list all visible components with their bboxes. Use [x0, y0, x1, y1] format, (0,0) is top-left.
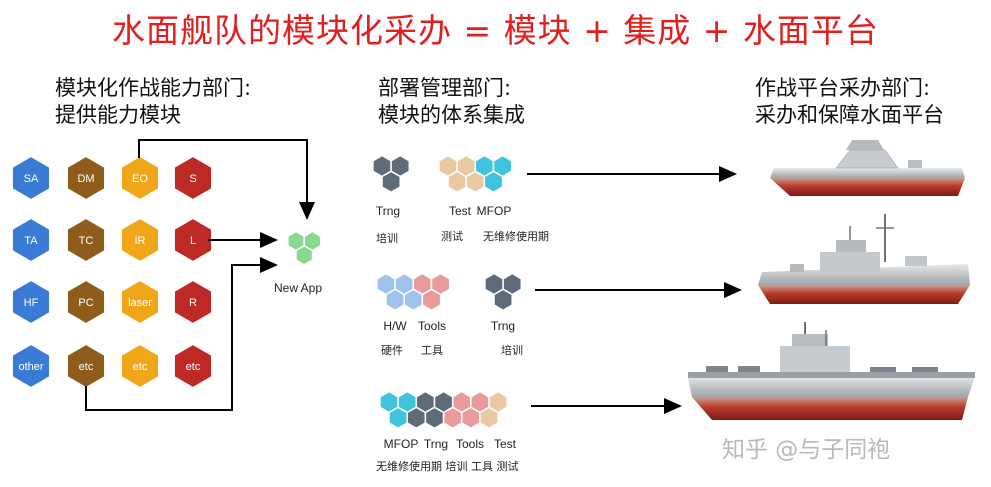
row3-modules-hex-8	[406, 406, 427, 430]
row1-trng-hex-2	[381, 170, 401, 194]
middle-heading-line1: 部署管理部门:	[378, 76, 512, 100]
eo-to-newapp-line	[138, 139, 315, 220]
left-heading-line2: 提供能力模块	[55, 103, 181, 127]
capability-hex-label-9: PC	[78, 297, 93, 309]
ship-destroyer	[758, 214, 970, 304]
capability-hex-12	[12, 345, 50, 387]
new-app-label: New App	[274, 281, 322, 295]
capability-hex-3	[174, 157, 212, 199]
row1-cn-trng: 培训	[376, 231, 398, 245]
row1-label-test: Test	[449, 204, 472, 218]
row1-test-mfop-hex-6	[483, 170, 504, 194]
row2-label-trng: Trng	[491, 319, 515, 333]
row2-cn-tools: 工具	[421, 344, 443, 357]
row2-cn-trng: 培训	[501, 343, 523, 357]
capability-hex-11	[174, 281, 212, 323]
newapp-hex-3	[295, 244, 314, 266]
right-heading-line1: 作战平台采办部门:	[755, 76, 931, 100]
row1-label-trng: Trng	[376, 204, 400, 218]
row1-label-mfop: MFOP	[477, 204, 512, 218]
right-column-heading: 作战平台采办部门: 采办和保障水面平台	[755, 75, 944, 129]
row1-cn-mfop: 无维修使用期	[483, 229, 549, 243]
capability-hex-label-3: S	[189, 173, 196, 185]
right-heading-line2: 采办和保障水面平台	[755, 103, 944, 127]
row3-label-tools: Tools	[456, 437, 484, 451]
capability-hex-14	[121, 345, 159, 387]
integration-row-3	[379, 390, 508, 430]
watermark: 知乎 @与子同袍	[722, 437, 891, 463]
capability-hex-label-5: TC	[79, 235, 94, 247]
row2-trng-hex-2	[493, 288, 513, 312]
ship-arrows	[527, 166, 742, 414]
row2-hw-tools-hex-4	[385, 288, 405, 312]
ship-amphibious-assault	[688, 322, 975, 420]
capability-hex-label-2: EO	[132, 173, 148, 185]
capability-hex-0	[12, 157, 50, 199]
row2-cn-hw: 硬件	[381, 344, 403, 357]
row3-label-mfop: MFOP	[384, 437, 419, 451]
capability-hex-label-12: other	[18, 361, 43, 373]
row3-modules-hex-11	[460, 406, 481, 430]
row3-cn-labels: 无维修使用期 培训 工具 测试	[376, 459, 519, 473]
capability-hex-4	[12, 219, 50, 261]
row3-label-test: Test	[494, 437, 517, 451]
capability-hex-label-4: TA	[24, 235, 38, 247]
row3-modules-hex-7	[388, 406, 408, 430]
integration-row-2	[376, 272, 523, 312]
capability-hex-label-7: L	[190, 235, 196, 247]
capability-hex-1	[67, 157, 105, 199]
left-column-heading: 模块化作战能力部门: 提供能力模块	[55, 75, 251, 129]
page-title: 水面舰队的模块化采办 = 模块 + 集成 + 水面平台	[112, 11, 879, 50]
capability-hex-5	[67, 219, 105, 261]
row3-modules-hex-10	[442, 406, 463, 430]
row1-test-mfop-hex-5	[465, 170, 486, 194]
capability-hex-2	[121, 157, 159, 199]
capability-hex-label-11: R	[189, 297, 197, 309]
row3-label-trng: Trng	[424, 437, 448, 451]
middle-heading-line2: 模块的体系集成	[378, 103, 525, 127]
capability-hex-9	[67, 281, 105, 323]
capability-hex-8	[12, 281, 50, 323]
row3-modules-hex-9	[424, 406, 445, 430]
capability-hex-label-10: laser	[128, 297, 152, 309]
capability-hex-label-15: etc	[186, 361, 201, 373]
row3-modules-hex-12	[479, 406, 499, 430]
capability-hex-label-6: IR	[135, 235, 146, 247]
left-heading-line1: 模块化作战能力部门:	[55, 76, 252, 100]
capability-hex-6	[121, 219, 159, 261]
ship-stealth-destroyer	[770, 140, 965, 196]
row1-cn-test: 测试	[441, 230, 463, 243]
capability-hex-label-0: SA	[24, 173, 39, 185]
capability-hex-label-8: HF	[24, 297, 39, 309]
capability-hex-15	[174, 345, 212, 387]
integration-row-1	[372, 154, 513, 194]
connector-lines	[85, 139, 315, 411]
row2-label-tools: Tools	[418, 319, 446, 333]
capability-hex-label-13: etc	[79, 361, 94, 373]
row2-label-hw: H/W	[383, 319, 407, 333]
capability-hex-label-14: etc	[133, 361, 148, 373]
row1-test-mfop-hex-4	[447, 170, 467, 194]
row2-hw-tools-hex-5	[403, 288, 424, 312]
etc-to-newapp-line	[85, 257, 278, 411]
capability-hex-10	[121, 281, 159, 323]
row2-hw-tools-hex-6	[421, 288, 442, 312]
capability-hex-7	[174, 219, 212, 261]
new-app-cluster	[287, 230, 322, 266]
middle-column-heading: 部署管理部门: 模块的体系集成	[378, 75, 525, 129]
capability-hex-label-1: DM	[77, 173, 94, 185]
